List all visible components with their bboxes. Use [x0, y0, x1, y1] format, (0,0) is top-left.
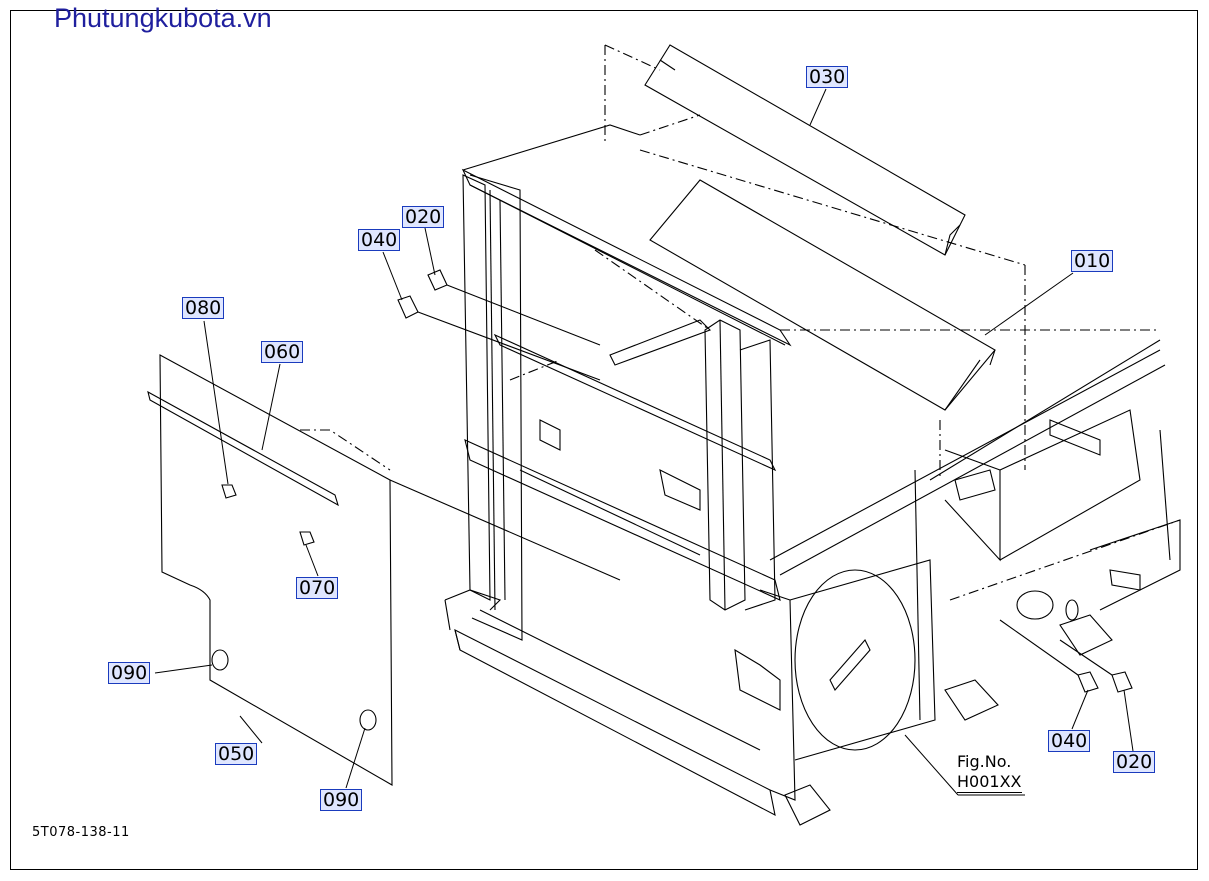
callout-030[interactable]: 030: [806, 66, 849, 88]
callout-090-bottom[interactable]: 090: [320, 789, 363, 811]
frame-base-rail: [444, 589, 776, 817]
callout-010[interactable]: 010: [1071, 250, 1114, 272]
callout-070[interactable]: 070: [296, 577, 339, 599]
frame-left-column: [462, 174, 523, 641]
frame-right-body: [769, 339, 1181, 621]
callout-020-top[interactable]: 020: [402, 206, 445, 228]
callout-080[interactable]: 080: [182, 297, 225, 319]
callout-040-top[interactable]: 040: [358, 229, 401, 251]
frame-feet: [784, 569, 1141, 826]
part-030-cover: [644, 44, 966, 256]
figure-label: Fig.No. H001XX: [957, 752, 1022, 793]
part-050-panel: [147, 354, 621, 786]
drawing-frame: [10, 10, 1198, 870]
bolt-040-top: [397, 295, 601, 381]
figure-label-title: Fig.No.: [957, 752, 1012, 771]
fan-opening: [789, 469, 936, 761]
bolt-020-right: [1059, 639, 1133, 693]
bolt-040-right: [999, 619, 1099, 693]
leader-lines: [154, 88, 1134, 796]
callout-060[interactable]: 060: [261, 341, 304, 363]
assembly-guide-lines: [509, 44, 1160, 480]
drawing-number: 5T078-138-11: [32, 825, 130, 840]
callout-020-right[interactable]: 020: [1113, 751, 1156, 773]
frame-middle-bracket: [464, 319, 781, 601]
frame-right-column: [704, 319, 796, 801]
callout-050[interactable]: 050: [215, 743, 258, 765]
part-060-strip: [147, 390, 339, 507]
watermark: Phutungkubota.vn: [54, 3, 272, 33]
callout-090-left[interactable]: 090: [108, 662, 151, 684]
bolt-020-top: [427, 269, 601, 346]
part-010-cover: [649, 179, 996, 411]
figure-code: H001XX: [957, 772, 1022, 793]
callout-040-right[interactable]: 040: [1048, 730, 1091, 752]
frame-top-rail: [461, 114, 792, 347]
